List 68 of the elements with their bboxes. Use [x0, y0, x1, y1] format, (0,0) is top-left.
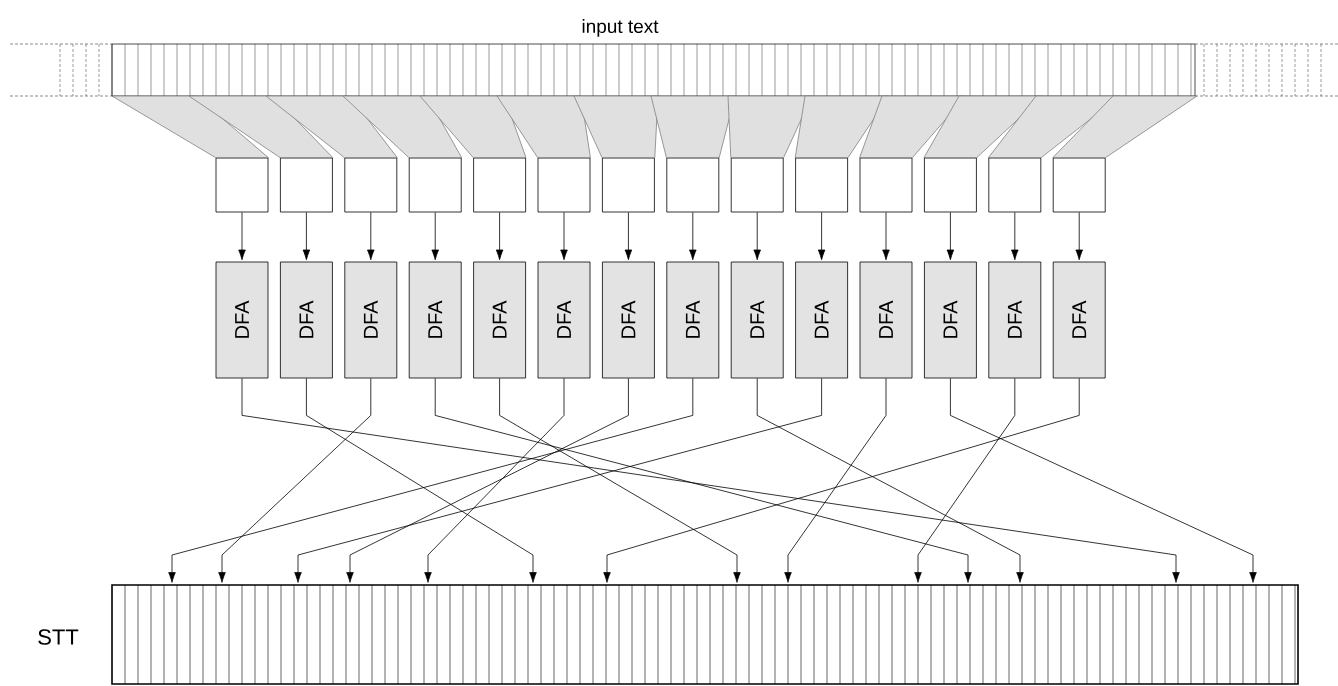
- arrow: [495, 212, 504, 261]
- dfa-box: DFA: [988, 261, 1042, 379]
- buffer-box: [666, 157, 720, 213]
- dfa-box: DFA: [859, 261, 913, 379]
- buffer-box: [924, 157, 977, 213]
- dfa-box: DFA: [666, 261, 720, 379]
- arrow: [1011, 212, 1019, 261]
- arrow: [1075, 212, 1083, 261]
- dfa-box: DFA: [795, 261, 848, 379]
- dfa-box: DFA: [473, 261, 526, 379]
- buffer-box: [795, 157, 848, 213]
- stt-table: [111, 584, 1299, 685]
- arrow: [784, 378, 887, 583]
- funnel: [496, 95, 591, 158]
- arrow: [302, 212, 311, 261]
- funnel: [188, 95, 334, 158]
- arrow: [946, 212, 955, 261]
- funnel: [111, 95, 269, 158]
- funnel: [342, 95, 462, 158]
- dfa-box: DFA: [215, 261, 269, 379]
- buffer-box: [859, 157, 913, 213]
- arrow: [882, 212, 890, 261]
- arrow: [603, 378, 1080, 583]
- buffer-box: [215, 157, 269, 213]
- buffer-box: [602, 157, 655, 213]
- funnel: [573, 95, 659, 158]
- buffer-box: [344, 157, 398, 213]
- dfa-box: DFA: [730, 261, 784, 379]
- dfa-box: DFA: [537, 261, 591, 379]
- arrow: [218, 378, 372, 583]
- arrow: [294, 378, 822, 583]
- arrow: [560, 212, 568, 261]
- arrow: [241, 378, 1180, 583]
- table-label: STT: [38, 629, 79, 645]
- dfa-box: DFA: [408, 261, 462, 379]
- dfa-box: DFA: [924, 261, 977, 379]
- arrow: [817, 212, 826, 261]
- arrow: [306, 378, 537, 583]
- arrow: [689, 212, 697, 261]
- arrow: [753, 212, 761, 261]
- arrow: [431, 212, 439, 261]
- arrow: [624, 212, 633, 261]
- arrow: [499, 378, 741, 583]
- funnel: [265, 95, 398, 158]
- buffer-box: [280, 157, 333, 213]
- buffer-box: [988, 157, 1042, 213]
- dfa-box: DFA: [602, 261, 655, 379]
- arrow: [367, 212, 375, 261]
- funnel: [1052, 95, 1198, 158]
- tape: [9, 43, 1338, 97]
- arrow: [168, 378, 694, 583]
- tape-label: input text: [582, 19, 659, 37]
- arrow: [914, 378, 1016, 583]
- funnel: [419, 95, 527, 158]
- dfa-box: DFA: [280, 261, 333, 379]
- buffer-box: [408, 157, 462, 213]
- buffer-box: [473, 157, 526, 213]
- arrow: [238, 212, 246, 261]
- buffer-box: [1052, 157, 1106, 213]
- arrow: [756, 378, 1024, 583]
- arrow: [434, 378, 972, 583]
- buffer-box: [730, 157, 784, 213]
- arrow: [424, 378, 565, 583]
- buffer-box: [537, 157, 591, 213]
- dfa-box: DFA: [1052, 261, 1106, 379]
- arrow: [950, 378, 1257, 583]
- dfa-box: DFA: [344, 261, 398, 379]
- arrow: [346, 378, 629, 583]
